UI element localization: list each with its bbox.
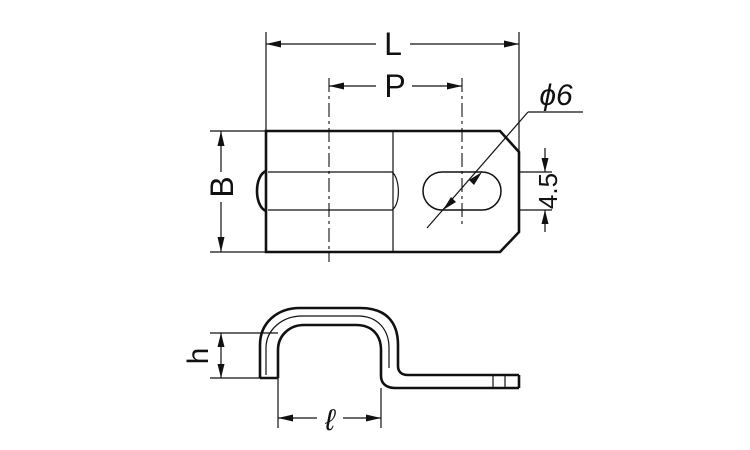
label-hole-diameter: ϕ6 xyxy=(539,79,573,112)
arrow-L-left xyxy=(266,40,281,48)
arrow-ell-left xyxy=(278,414,293,422)
strap-bulge-left xyxy=(255,169,267,213)
arrow-L-right xyxy=(504,40,519,48)
clamp-outer-profile xyxy=(258,306,519,378)
side-view xyxy=(258,306,521,390)
dimension-hole-diameter: ϕ6 xyxy=(426,79,583,229)
label-L: L xyxy=(384,26,402,62)
dimension-L: L xyxy=(265,26,520,152)
arrow-P-left xyxy=(329,82,344,90)
arrow-hole-lower xyxy=(443,197,456,210)
strap-band-top xyxy=(268,171,399,211)
arrow-slot-bottom xyxy=(541,210,549,224)
arrow-P-right xyxy=(447,82,462,90)
slot-hole xyxy=(422,171,502,211)
arrow-h-bottom xyxy=(217,364,225,378)
dimension-P: P xyxy=(329,68,462,104)
top-view xyxy=(255,78,521,262)
clamp-inner-profile xyxy=(276,323,519,390)
label-P: P xyxy=(384,68,405,104)
clamp-mid-profile xyxy=(265,315,390,375)
dimension-inner-width: ℓ xyxy=(277,378,382,437)
arrow-B-top xyxy=(217,131,225,146)
label-ell: ℓ xyxy=(324,404,336,437)
arrow-B-bottom xyxy=(217,237,225,252)
arrow-hole-upper xyxy=(469,172,482,185)
dimension-h: h xyxy=(182,332,278,379)
arrow-slot-top xyxy=(541,158,549,172)
dimension-slot-width: 4.5 xyxy=(519,148,563,232)
label-B: B xyxy=(204,176,240,197)
dimension-B: B xyxy=(204,130,266,253)
label-slot-width: 4.5 xyxy=(533,173,563,209)
arrow-h-top xyxy=(217,333,225,347)
label-h: h xyxy=(182,348,215,365)
arrow-ell-right xyxy=(366,414,381,422)
